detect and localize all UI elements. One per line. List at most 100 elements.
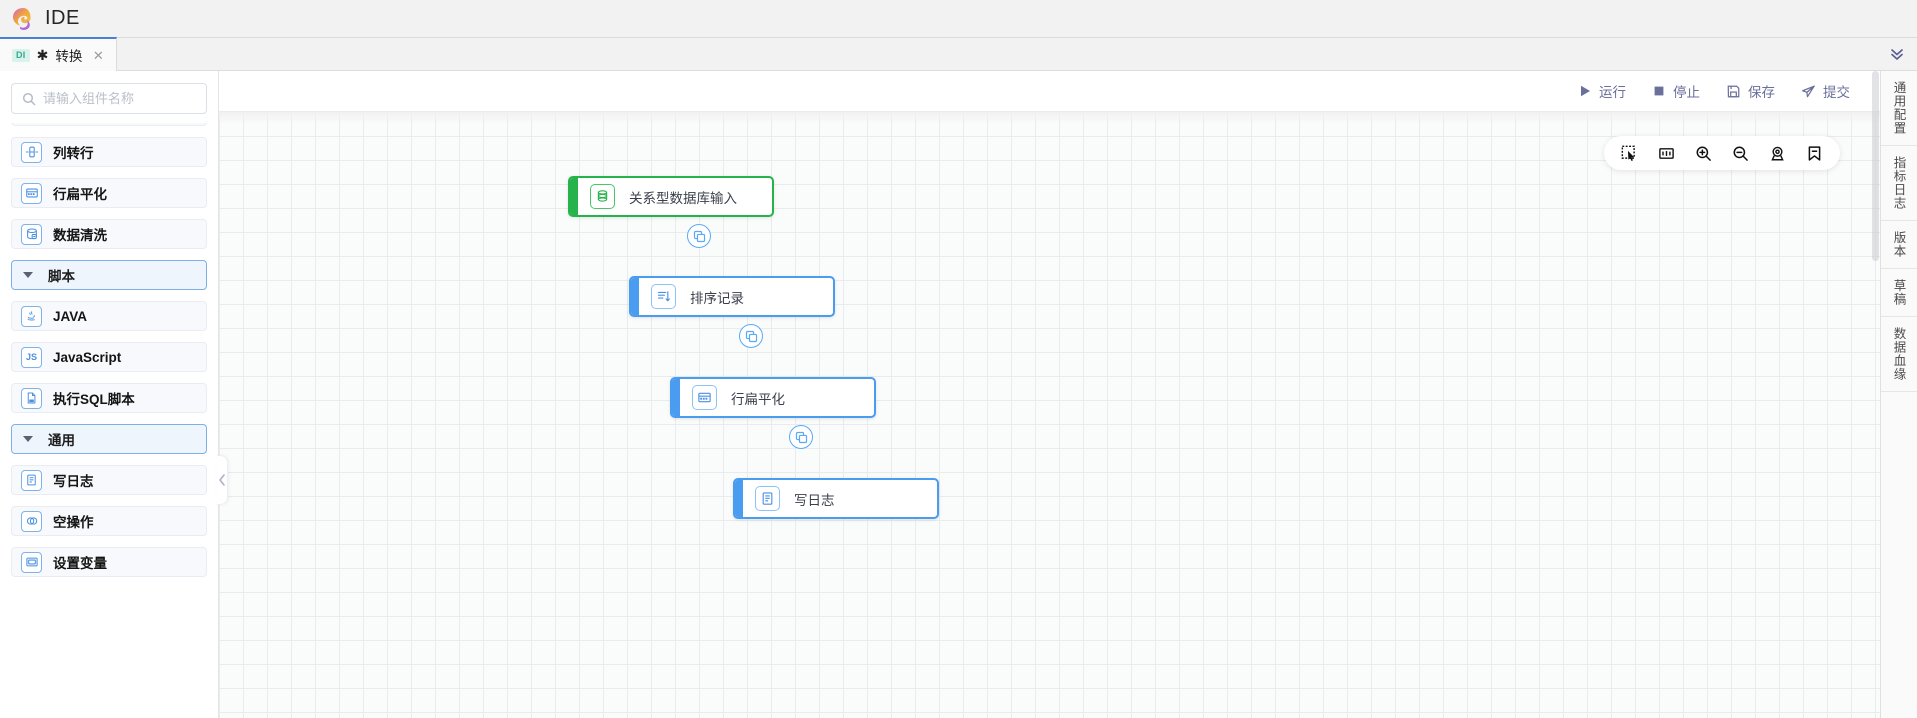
canvas-top-shade bbox=[219, 112, 1880, 124]
canvas-column: 运行 停止 保存 提交 bbox=[219, 71, 1880, 718]
submit-button[interactable]: 提交 bbox=[1801, 81, 1850, 101]
run-button[interactable]: 运行 bbox=[1578, 81, 1626, 101]
stop-button[interactable]: 停止 bbox=[1652, 81, 1700, 101]
node-label: 行扁平化 bbox=[731, 391, 785, 407]
submit-icon bbox=[1802, 85, 1815, 97]
app-header: IDE bbox=[0, 0, 1917, 38]
right-panel-rail: 通用配置 指标日志 版本 草稿 数据血缘 bbox=[1880, 71, 1917, 718]
palette-item-label: 空操作 bbox=[53, 515, 94, 530]
canvas-scrollbar[interactable] bbox=[1872, 71, 1879, 261]
palette-item-set-variable[interactable]: 设置变量 bbox=[11, 547, 207, 577]
tab-转换[interactable]: DI ✱ 转换 ✕ bbox=[0, 37, 118, 71]
palette-group-common[interactable]: 通用 bbox=[11, 424, 207, 454]
database-icon bbox=[590, 184, 615, 209]
row-flatten-icon bbox=[21, 182, 42, 204]
set-variable-icon bbox=[21, 551, 42, 573]
tab-label: 转换 bbox=[55, 49, 83, 64]
copy-nodes-icon bbox=[745, 330, 757, 342]
sort-records-icon bbox=[651, 284, 676, 309]
play-icon bbox=[1581, 85, 1590, 97]
run-label: 运行 bbox=[1599, 85, 1626, 100]
tab-type-badge: DI bbox=[12, 48, 30, 62]
edge-badge-0[interactable] bbox=[687, 224, 711, 248]
palette-item-write-log[interactable]: 写日志 bbox=[11, 465, 207, 495]
palette-item-column-to-row[interactable]: 列转行 bbox=[11, 137, 207, 167]
rail-tab-version[interactable]: 版本 bbox=[1881, 221, 1917, 269]
workspace-body: 列转行 行扁平化 bbox=[0, 71, 1917, 718]
double-chevron-down-icon[interactable] bbox=[1877, 38, 1917, 70]
search-input[interactable] bbox=[43, 91, 196, 106]
palette-search bbox=[0, 71, 218, 123]
node-accent-bar bbox=[672, 379, 680, 416]
write-log-icon bbox=[755, 486, 780, 511]
flow-node-row-flatten[interactable]: 行扁平化 bbox=[670, 377, 876, 418]
close-icon[interactable]: ✕ bbox=[92, 47, 104, 63]
palette-item-javascript[interactable]: JS JavaScript bbox=[11, 342, 207, 372]
rail-tab-general-config[interactable]: 通用配置 bbox=[1881, 71, 1917, 146]
list-item[interactable] bbox=[11, 123, 207, 126]
canvas-float-toolbar bbox=[1604, 136, 1840, 170]
bookmark-icon[interactable] bbox=[1806, 145, 1823, 162]
save-button[interactable]: 保存 bbox=[1726, 81, 1775, 101]
write-log-icon bbox=[21, 469, 42, 491]
zoom-in-icon[interactable] bbox=[1695, 145, 1712, 162]
stop-label: 停止 bbox=[1673, 85, 1700, 100]
edge-badge-1[interactable] bbox=[739, 324, 763, 348]
copy-nodes-icon bbox=[795, 431, 807, 443]
palette-item-label: JavaScript bbox=[53, 349, 122, 365]
palette-item-label: 设置变量 bbox=[53, 556, 107, 571]
palette-group-label: 脚本 bbox=[48, 269, 75, 284]
rail-tab-data-lineage[interactable]: 数据血缘 bbox=[1881, 317, 1917, 392]
submit-label: 提交 bbox=[1823, 85, 1850, 100]
rail-tab-draft[interactable]: 草稿 bbox=[1881, 269, 1917, 317]
tabbar-spacer bbox=[117, 38, 1877, 70]
noop-icon bbox=[21, 510, 42, 532]
select-marquee-icon[interactable] bbox=[1621, 145, 1638, 162]
copy-nodes-icon bbox=[693, 230, 705, 242]
save-label: 保存 bbox=[1748, 85, 1775, 100]
flow-node-sort-records[interactable]: 排序记录 bbox=[629, 276, 835, 317]
palette-item-label: 列转行 bbox=[53, 146, 94, 161]
palette-item-noop[interactable]: 空操作 bbox=[11, 506, 207, 536]
swirl-logo-icon bbox=[10, 6, 36, 32]
edge-badge-2[interactable] bbox=[789, 425, 813, 449]
java-icon bbox=[21, 305, 42, 327]
action-toolbar: 运行 停止 保存 提交 bbox=[219, 71, 1880, 111]
node-label: 写日志 bbox=[794, 492, 835, 508]
stop-icon bbox=[1654, 86, 1664, 96]
rail-tab-metric-log[interactable]: 指标日志 bbox=[1881, 146, 1917, 221]
zoom-out-icon[interactable] bbox=[1732, 145, 1749, 162]
node-label: 关系型数据库输入 bbox=[629, 190, 737, 206]
palette-item-row-flatten[interactable]: 行扁平化 bbox=[11, 178, 207, 208]
tab-dirty-indicator: ✱ bbox=[36, 47, 49, 63]
editor-tabbar: DI ✱ 转换 ✕ bbox=[0, 37, 1917, 71]
save-icon bbox=[1727, 85, 1740, 97]
palette-group-label: 通用 bbox=[48, 433, 75, 448]
flow-canvas[interactable]: 关系型数据库输入 bbox=[219, 111, 1880, 718]
fit-view-icon[interactable] bbox=[1658, 145, 1675, 162]
locate-icon[interactable] bbox=[1769, 145, 1786, 162]
js-icon: JS bbox=[21, 346, 42, 368]
node-label: 排序记录 bbox=[690, 290, 744, 306]
flow-edge-layer bbox=[219, 112, 519, 262]
flow-node-relational-db-input[interactable]: 关系型数据库输入 bbox=[568, 176, 774, 217]
search-icon bbox=[22, 92, 36, 106]
palette-group-script[interactable]: 脚本 bbox=[11, 260, 207, 290]
palette-collapse-handle[interactable] bbox=[217, 455, 228, 505]
data-clean-icon bbox=[21, 223, 42, 245]
palette-item-data-clean[interactable]: 数据清洗 bbox=[11, 219, 207, 249]
node-accent-bar bbox=[570, 178, 578, 215]
flow-node-write-log[interactable]: 写日志 bbox=[733, 478, 939, 519]
palette-item-java[interactable]: JAVA bbox=[11, 301, 207, 331]
palette-item-list[interactable]: 列转行 行扁平化 bbox=[0, 123, 218, 718]
row-flatten-icon bbox=[692, 385, 717, 410]
caret-down-icon bbox=[23, 272, 33, 278]
palette-item-run-sql-script[interactable]: 执行SQL脚本 bbox=[11, 383, 207, 413]
palette-item-label: 执行SQL脚本 bbox=[53, 392, 135, 407]
palette-item-label: JAVA bbox=[53, 308, 88, 324]
caret-down-icon bbox=[23, 436, 33, 442]
search-box[interactable] bbox=[11, 83, 207, 114]
app-title: IDE bbox=[45, 7, 80, 29]
component-palette: 列转行 行扁平化 bbox=[0, 71, 228, 718]
